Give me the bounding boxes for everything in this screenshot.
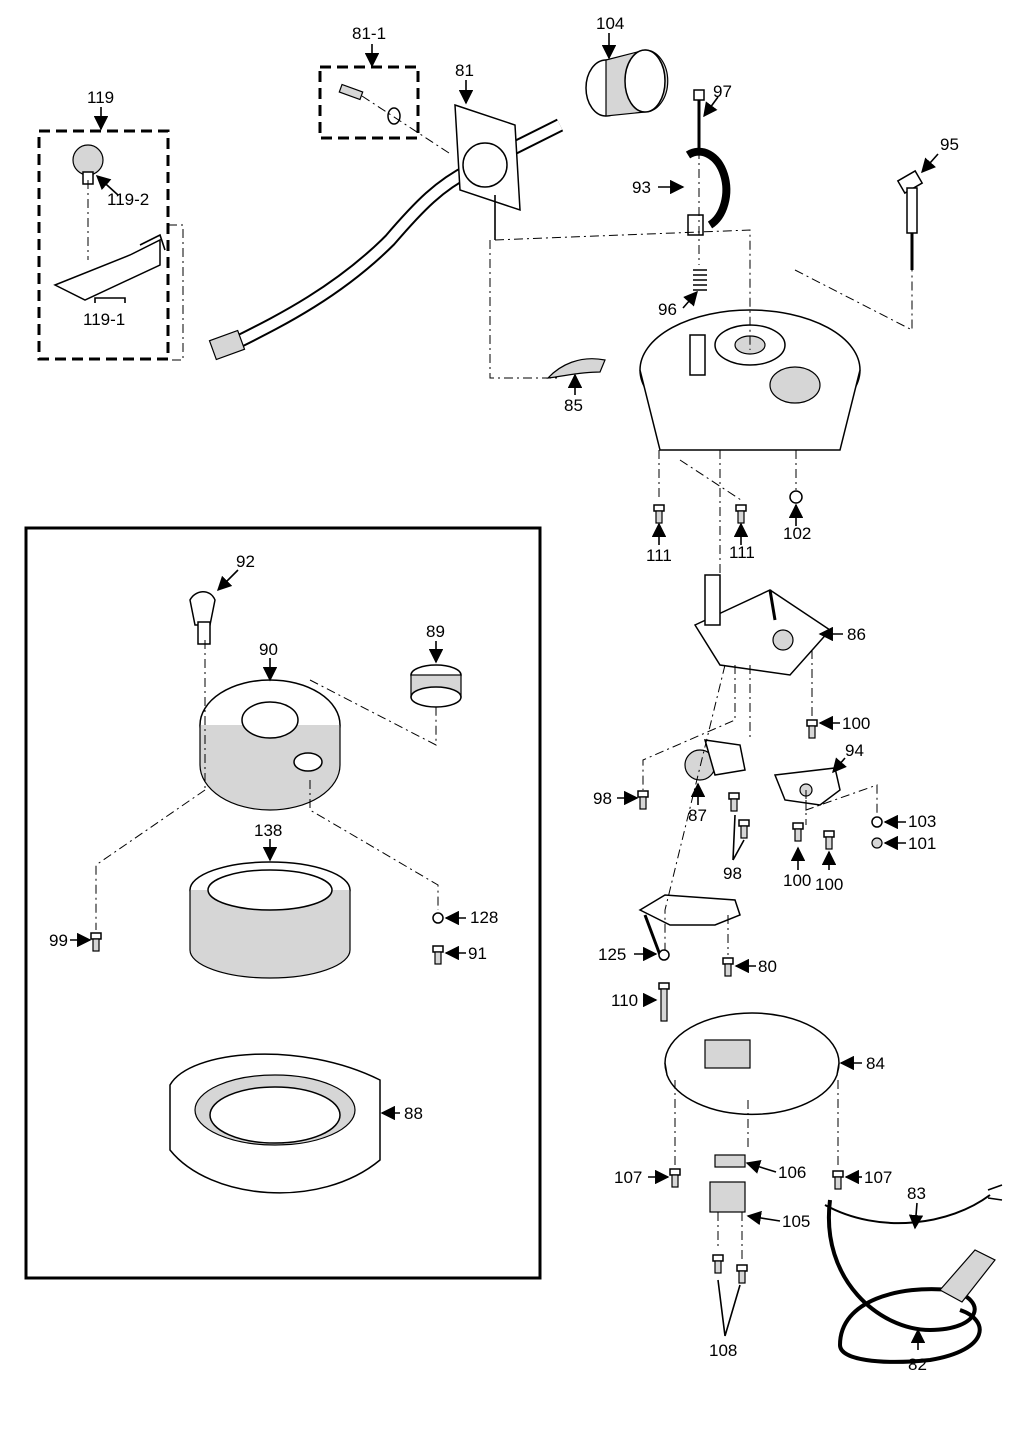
label-110: 110: [611, 991, 638, 1010]
screw-100c: [824, 831, 834, 849]
cable-82: [829, 1200, 995, 1362]
screw-91: [433, 946, 443, 964]
label-96: 96: [658, 300, 677, 319]
screw-110: [659, 983, 669, 1021]
screw-111a: [654, 505, 664, 523]
label-92: 92: [236, 552, 255, 571]
label-87: 87: [688, 806, 707, 825]
cover-105: [710, 1182, 745, 1212]
label-101: 101: [908, 834, 936, 853]
arm-lift-93: [688, 152, 726, 235]
pin-95: [898, 171, 922, 270]
label-81-1: 81-1: [352, 24, 386, 43]
label-88: 88: [404, 1104, 423, 1123]
base-ring-138: [190, 862, 350, 978]
label-98a: 98: [593, 789, 612, 808]
screw-100b: [793, 823, 803, 841]
screw-80: [723, 958, 733, 976]
chassis-86: [695, 575, 830, 675]
screw-98b: [729, 793, 739, 811]
counterweight-group-box: [320, 67, 418, 138]
label-89: 89: [426, 622, 445, 641]
label-100a: 100: [842, 714, 870, 733]
counterweight-104: [586, 50, 668, 116]
counterweight-shaft-81-1: [339, 84, 400, 124]
screw-108b: [737, 1265, 747, 1283]
label-82: 82: [908, 1355, 927, 1374]
tone-arm: [209, 105, 560, 360]
plate-125: [640, 895, 740, 960]
part-labels: 81-1 81 104 119 119-2 119-1 97 93 95 96 …: [49, 14, 959, 1374]
label-84: 84: [866, 1054, 885, 1073]
label-108: 108: [709, 1341, 737, 1360]
screw-98c: [739, 820, 749, 838]
label-104: 104: [596, 14, 624, 33]
label-85: 85: [564, 396, 583, 415]
spring-96: [693, 270, 707, 290]
label-83: 83: [907, 1184, 926, 1203]
washer-103: [872, 817, 882, 827]
label-90: 90: [259, 640, 278, 659]
screw-111b: [736, 505, 746, 523]
label-95: 95: [940, 135, 959, 154]
lever-85: [548, 359, 605, 378]
label-119-2: 119-2: [107, 190, 149, 209]
screw-100a: [807, 720, 817, 738]
screw-97: [694, 90, 704, 150]
height-ring-90: [200, 680, 340, 810]
label-111a: 111: [646, 546, 672, 565]
washer-128: [433, 913, 443, 923]
label-99: 99: [49, 931, 68, 950]
headshell-119: [55, 145, 165, 300]
label-97: 97: [713, 82, 732, 101]
nut-101: [872, 838, 882, 848]
motor-87: [685, 740, 745, 780]
label-111b: 111: [729, 543, 755, 562]
label-138: 138: [254, 821, 282, 840]
washer-102: [790, 491, 802, 503]
label-86: 86: [847, 625, 866, 644]
screw-108a: [713, 1255, 723, 1273]
label-105: 105: [782, 1212, 810, 1231]
label-107b: 107: [864, 1168, 892, 1187]
label-119: 119: [87, 88, 114, 107]
label-103: 103: [908, 812, 936, 831]
bracket-94: [775, 768, 840, 805]
screw-99: [91, 933, 101, 951]
label-100c: 100: [815, 875, 843, 894]
bottom-plate-84: [665, 1013, 839, 1114]
label-80: 80: [758, 957, 777, 976]
screw-107b: [833, 1171, 843, 1189]
label-81: 81: [455, 61, 474, 80]
label-128: 128: [470, 908, 498, 927]
label-94: 94: [845, 741, 864, 760]
screw-98a: [638, 791, 648, 809]
label-119-1: 119-1: [83, 310, 125, 329]
label-102: 102: [783, 524, 811, 543]
label-91: 91: [468, 944, 487, 963]
screw-107a: [670, 1169, 680, 1187]
housing-88: [170, 1054, 380, 1193]
label-100b: 100: [783, 871, 811, 890]
label-125: 125: [598, 945, 626, 964]
label-106: 106: [778, 1163, 806, 1182]
label-107a: 107: [614, 1168, 642, 1187]
height-knob-89: [411, 665, 461, 707]
cueing-lever-92: [190, 592, 215, 644]
label-98b: 98: [723, 864, 742, 883]
clip-106: [715, 1155, 745, 1167]
label-93: 93: [632, 178, 651, 197]
